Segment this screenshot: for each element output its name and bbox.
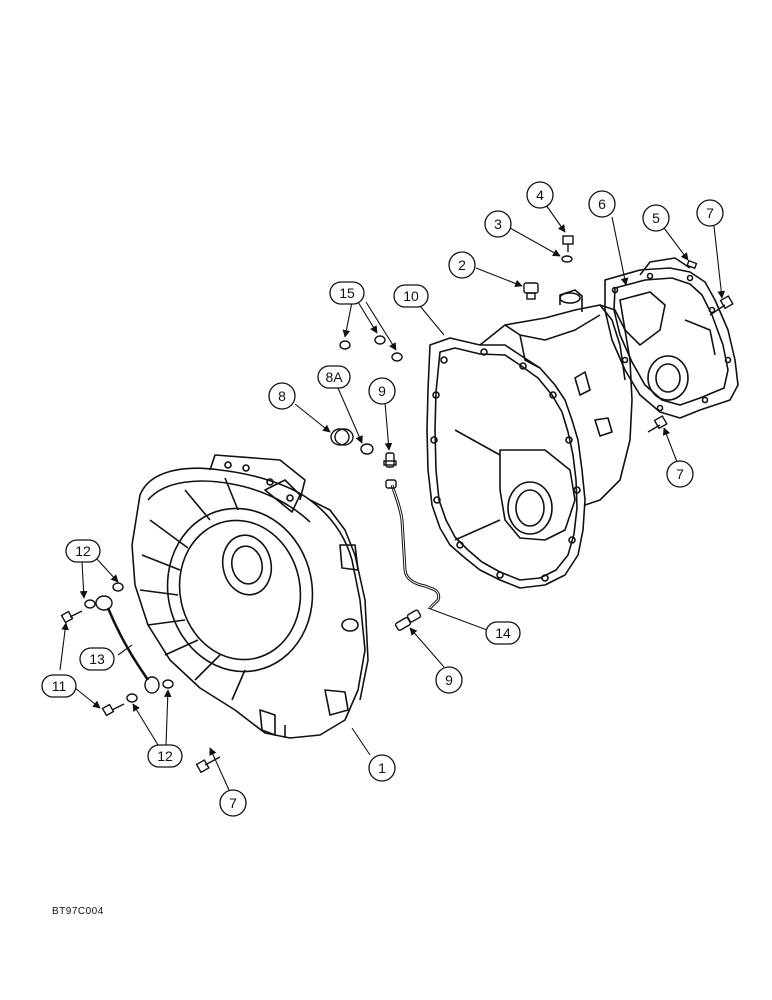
callout-8-label: 8 [278, 388, 286, 404]
hardware [60, 235, 734, 774]
o-ring-part-15-a [339, 340, 351, 350]
callout-7-mid: 7 [666, 460, 694, 488]
callout-5: 5 [642, 204, 670, 232]
bolt-part-7-bottom [195, 756, 221, 774]
callout-12-lower-label: 12 [157, 748, 173, 764]
dowel-part-5 [686, 259, 698, 270]
callout-1-label: 1 [378, 760, 386, 776]
o-ring-part-8a [360, 443, 374, 455]
callout-10-label: 10 [403, 288, 419, 304]
callout-8: 8 [268, 382, 296, 410]
callout-6: 6 [588, 190, 616, 218]
callout-1: 1 [368, 754, 396, 782]
sensor-lead-part-13 [95, 595, 160, 694]
callout-7-bottom: 7 [219, 789, 247, 817]
o-ring-part-15-c [391, 352, 403, 362]
nut-part-12-b [84, 599, 96, 609]
plug-part-2 [523, 282, 539, 300]
callout-5-label: 5 [652, 210, 660, 226]
callout-9-upper: 9 [368, 377, 396, 405]
callout-7-bottom-label: 7 [229, 795, 237, 811]
fitting-part-9-upper [383, 452, 397, 468]
nut-part-12-d [162, 679, 174, 689]
callout-9-lower: 9 [435, 666, 463, 694]
bolt-part-7-mid [647, 415, 668, 433]
callout-7-top: 7 [696, 199, 724, 227]
callout-14-label: 14 [495, 625, 511, 641]
callout-12-lower: 12 [147, 744, 183, 768]
plug-part-8 [330, 428, 354, 446]
fitting-part-9-lower [394, 609, 422, 631]
callout-14: 14 [485, 621, 521, 645]
callout-8a-label: 8A [325, 369, 343, 385]
leader-lines [59, 204, 726, 791]
callout-3-label: 3 [494, 216, 502, 232]
callout-7-mid-label: 7 [676, 466, 684, 482]
bolt-part-4 [562, 235, 574, 252]
callout-15: 15 [329, 281, 365, 305]
callout-9-lower-label: 9 [445, 672, 453, 688]
callout-8a: 8A [317, 365, 351, 389]
washer-part-3 [561, 255, 573, 263]
figure-code: BT97C004 [52, 906, 104, 917]
nut-part-12-c [126, 693, 138, 703]
callout-2: 2 [448, 251, 476, 279]
callout-4: 4 [526, 181, 554, 209]
callout-7-top-label: 7 [706, 205, 714, 221]
callout-12-upper-label: 12 [75, 543, 91, 559]
callout-11: 11 [41, 674, 77, 698]
callout-12-upper: 12 [65, 539, 101, 563]
o-ring-part-15-b [374, 335, 386, 345]
callout-11-label: 11 [52, 678, 67, 694]
bolt-part-11-b [101, 703, 125, 717]
callout-9-upper-label: 9 [378, 383, 386, 399]
nut-part-12-a [112, 582, 124, 592]
transmission-housing [426, 289, 633, 589]
bolt-part-7-top [709, 295, 734, 316]
rear-cover [604, 257, 739, 419]
callout-4-label: 4 [536, 187, 544, 203]
callout-3: 3 [484, 210, 512, 238]
callout-6-label: 6 [598, 196, 606, 212]
callout-13-label: 13 [89, 651, 105, 667]
callout-10: 10 [393, 284, 429, 308]
bolt-part-11-a [60, 610, 83, 624]
bell-housing [131, 454, 369, 739]
callout-2-label: 2 [458, 257, 466, 273]
callout-13: 13 [79, 647, 115, 671]
callout-15-label: 15 [339, 285, 355, 301]
